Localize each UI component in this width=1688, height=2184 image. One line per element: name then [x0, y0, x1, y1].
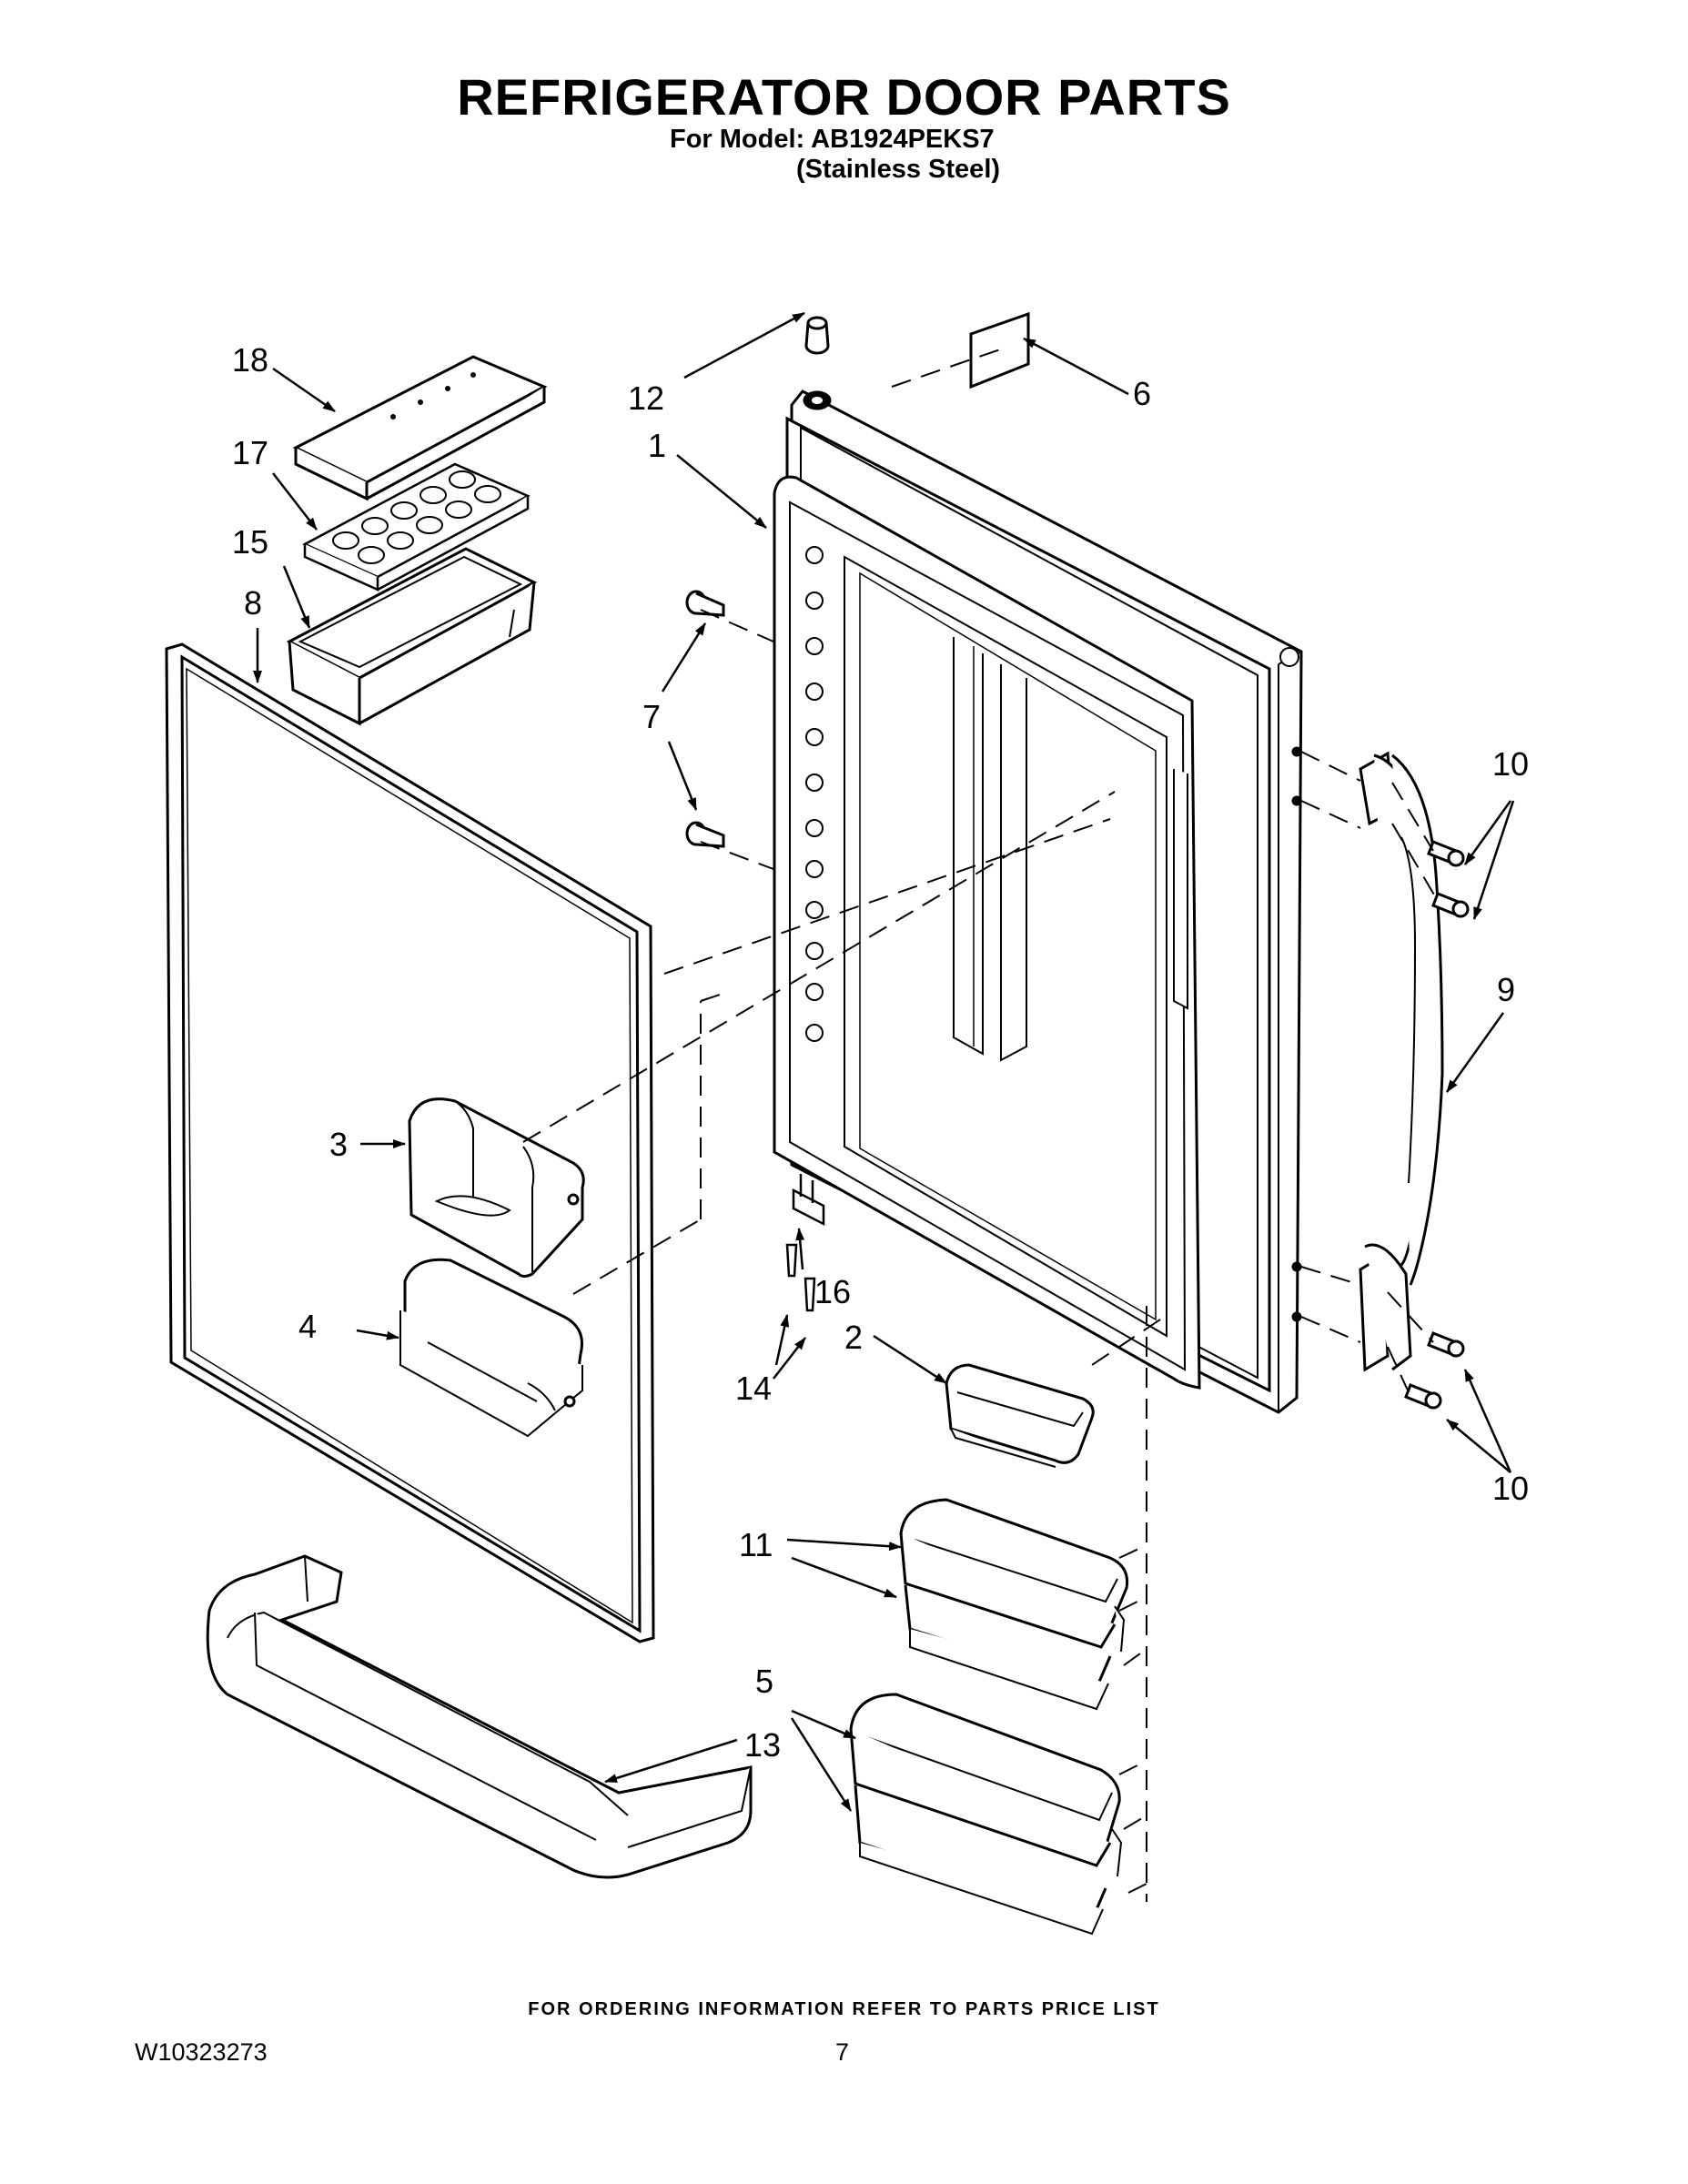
ordering-note: FOR ORDERING INFORMATION REFER TO PARTS …: [528, 1999, 1160, 2019]
part-10-screws: [1291, 746, 1470, 1410]
part-14-screws: [785, 1243, 816, 1312]
part-7-shoulder-screws: [685, 590, 725, 848]
part-12-hinge-bushing: [803, 316, 832, 410]
callout-10a: 10: [1492, 745, 1529, 783]
part-18-shelf-cover: [292, 355, 548, 501]
part-17-egg-tray: [302, 462, 531, 592]
callout-4: 4: [298, 1308, 317, 1345]
callout-1: 1: [648, 427, 666, 464]
part-5-door-bins: [849, 1693, 1123, 1936]
callout-numbers: 18 17 15 8 12 1 6 7 10 9 3 4 16 2 14 10 …: [232, 341, 1529, 1764]
callout-7: 7: [642, 698, 661, 735]
callout-11: 11: [739, 1526, 773, 1563]
callout-5: 5: [755, 1663, 773, 1700]
callout-17: 17: [232, 434, 268, 471]
callout-10b: 10: [1492, 1470, 1529, 1507]
callout-16: 16: [814, 1273, 851, 1310]
callout-18: 18: [232, 341, 268, 379]
part-1-refrigerator-door: [773, 389, 1303, 1414]
page-number: 7: [835, 2038, 850, 2066]
callout-14: 14: [735, 1370, 772, 1407]
part-13-bottom-shelf: [206, 1554, 753, 1879]
part-2-small-door-bin: [945, 1363, 1095, 1468]
part-4-dispenser-tray: [399, 1258, 583, 1438]
part-15-small-bin: [286, 547, 538, 726]
part-16-bracket: [792, 1174, 825, 1227]
callout-leaders: [253, 311, 1515, 1812]
finish-line: (Stainless Steel): [796, 155, 1001, 184]
callout-2: 2: [844, 1319, 863, 1356]
document-number: W10323273: [135, 2038, 268, 2066]
callout-8: 8: [244, 584, 262, 622]
assembly-dashed-lines: [522, 347, 1439, 1902]
callout-6: 6: [1133, 375, 1151, 412]
model-line: For Model: AB1924PEKS7: [670, 125, 995, 154]
page-title: REFRIGERATOR DOOR PARTS: [457, 68, 1231, 126]
callout-3: 3: [329, 1126, 348, 1163]
part-3-dispenser-housing: [408, 1097, 585, 1278]
callout-12: 12: [628, 379, 664, 417]
callout-15: 15: [232, 523, 268, 561]
callout-9: 9: [1497, 971, 1515, 1008]
part-6-label: [969, 311, 1030, 389]
callout-13: 13: [744, 1726, 781, 1764]
part-11-door-bins: [899, 1498, 1129, 1711]
